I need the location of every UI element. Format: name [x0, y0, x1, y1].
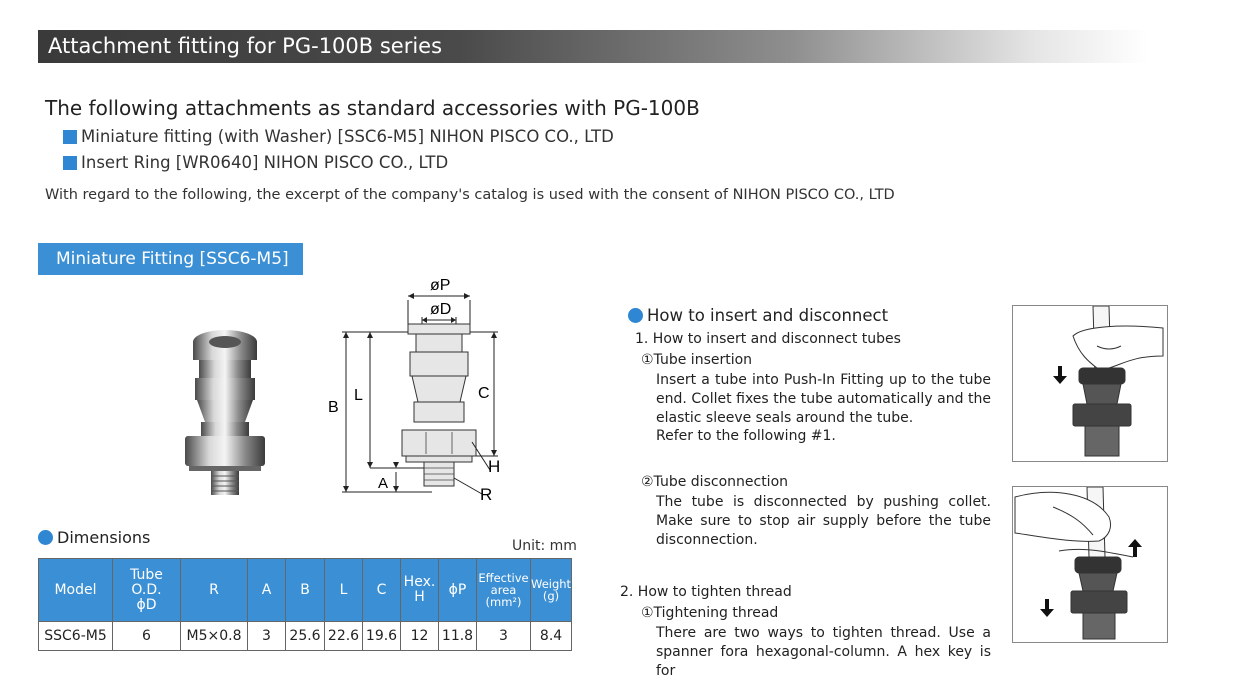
title-bar: [38, 30, 1148, 63]
col-header-c: C: [362, 558, 401, 622]
tighten-text: There are two ways to tighten thread. Us…: [656, 625, 991, 679]
square-bullet-icon: [63, 155, 77, 170]
col-header-r: R: [180, 558, 248, 622]
circle-bullet-icon: [628, 308, 643, 323]
insertion-text: Insert a tube into Push-In Fitting up to…: [656, 372, 991, 426]
cell-a: 3: [247, 621, 286, 651]
col-header-model: Model: [38, 558, 113, 622]
section-bar: [38, 243, 303, 275]
howto-heading: How to insert and disconnect: [628, 306, 888, 325]
consent-note: With regard to the following, the excerp…: [45, 187, 895, 203]
insertion-title: ①Tube insertion: [641, 352, 753, 368]
cell-p: 11.8: [438, 621, 477, 651]
intro-heading: The following attachments as standard ac…: [45, 96, 700, 120]
cell-hex: 12: [400, 621, 439, 651]
cell-c: 19.6: [362, 621, 401, 651]
cell-b: 25.6: [285, 621, 325, 651]
cell-tube-od: 6: [112, 621, 181, 651]
col-header-weight: Weight(g): [529, 558, 573, 622]
insertion-ref: Refer to the following #1.: [656, 428, 836, 444]
unit-label: Unit: mm: [512, 538, 577, 554]
cell-r: M5×0.8: [180, 621, 248, 651]
cell-l: 22.6: [324, 621, 363, 651]
table-row: SSC6-M5 6 M5×0.8 3 25.6 22.6 19.6 12 11.…: [38, 621, 573, 651]
section-title: Miniature Fitting [SSC6-M5]: [56, 249, 289, 269]
disconnection-text: The tube is disconnected by pushing coll…: [656, 494, 991, 548]
howto-sub1: 1. How to insert and disconnect tubes: [635, 331, 901, 347]
howto-heading-label: How to insert and disconnect: [647, 306, 889, 325]
label-d: øD: [430, 301, 451, 318]
page-title: Attachment fitting for PG-100B series: [48, 34, 443, 58]
fitting-photo: [185, 330, 265, 495]
cell-weight: 8.4: [529, 621, 573, 651]
accessory-label: Insert Ring [WR0640] NIHON PISCO CO., LT…: [81, 153, 449, 172]
tighten-title: ①Tightening thread: [641, 605, 779, 621]
accessory-label: Miniature fitting (with Washer) [SSC6-M5…: [81, 127, 614, 146]
col-header-a: A: [247, 558, 286, 622]
col-header-b: B: [285, 558, 325, 622]
accessory-item: Insert Ring [WR0640] NIHON PISCO CO., LT…: [63, 153, 448, 172]
label-c: C: [478, 385, 490, 402]
label-r: R: [480, 485, 492, 504]
col-header-l: L: [324, 558, 363, 622]
table-header-row: Model Tube O.D.ϕD R A B L C Hex.H ϕP Eff…: [38, 558, 573, 622]
label-h: H: [488, 457, 500, 476]
col-header-hex: Hex.H: [400, 558, 439, 622]
cell-model: SSC6-M5: [38, 621, 113, 651]
dimensions-table: Model Tube O.D.ϕD R A B L C Hex.H ϕP Eff…: [38, 558, 573, 651]
tube-insertion-illustration: [1012, 305, 1168, 462]
label-p: øP: [430, 277, 450, 294]
label-b: B: [328, 399, 339, 416]
col-header-tube-od: Tube O.D.ϕD: [112, 558, 181, 622]
col-header-p: ϕP: [438, 558, 477, 622]
square-bullet-icon: [63, 129, 77, 144]
label-l: L: [354, 387, 363, 404]
tube-disconnection-illustration: [1012, 486, 1168, 643]
dimensions-heading-label: Dimensions: [57, 528, 151, 547]
label-a: A: [378, 475, 388, 492]
disconnection-title: ②Tube disconnection: [641, 474, 789, 490]
cell-area: 3: [476, 621, 531, 651]
dimension-drawing: øP øD B L C A H R: [328, 277, 500, 504]
accessory-item: Miniature fitting (with Washer) [SSC6-M5…: [63, 127, 614, 146]
howto-sub2: 2. How to tighten thread: [620, 584, 792, 600]
circle-bullet-icon: [38, 530, 53, 545]
dimensions-heading: Dimensions: [38, 528, 150, 547]
